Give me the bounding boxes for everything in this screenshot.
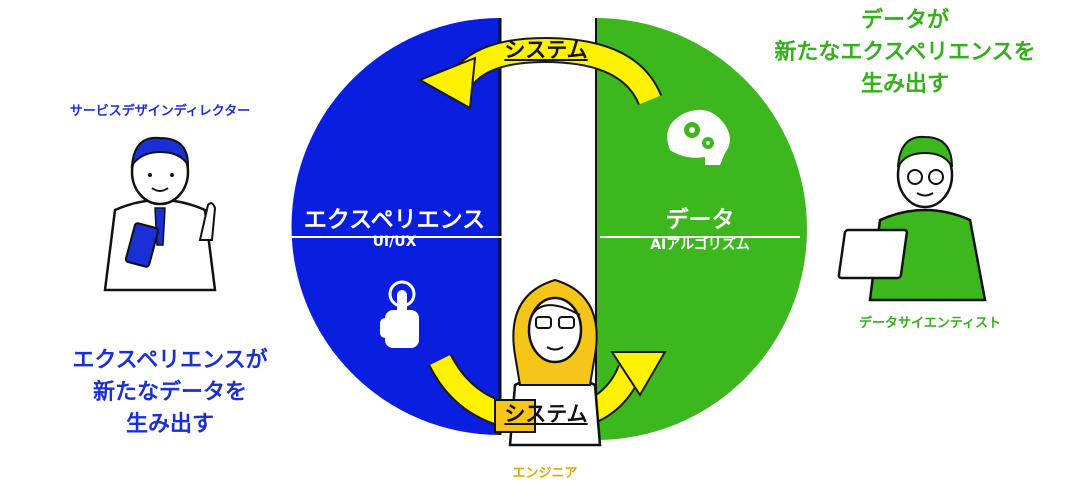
right-caption-line3: 生み出す [860, 72, 949, 97]
top-arrow-label: システム [504, 38, 588, 62]
left-caption-line2: 新たなデータを [92, 380, 247, 405]
brain-gears-icon [667, 109, 730, 165]
data-scientist-label: データサイエンティスト [858, 316, 1002, 331]
tap-hand-icon [380, 280, 419, 348]
data-scientist-person-icon [837, 135, 987, 302]
bottom-arrow-label: システム [504, 402, 588, 426]
right-caption: データが 新たなエクスペリエンスを 生み出す [745, 5, 1065, 101]
right-caption-line2: 新たなエクスペリエンスを [774, 40, 1036, 65]
experience-half-circle [291, 18, 500, 435]
experience-subtitle: UI/UX [372, 234, 417, 250]
left-caption-line1: エクスペリエンスが [72, 348, 268, 373]
data-title: データ [600, 200, 800, 238]
engineer-label: エンジニア [512, 466, 578, 481]
left-caption: エクスペリエンスが 新たなデータを 生み出す [20, 345, 320, 441]
director-person-icon [103, 136, 217, 292]
director-label: サービスデザインディレクター [69, 104, 251, 119]
right-caption-line1: データが [860, 8, 949, 33]
top-system-arrow [417, 36, 663, 110]
left-caption-line3: 生み出す [125, 412, 214, 437]
experience-title: エクスペリエンス [287, 200, 502, 238]
data-half-circle [596, 18, 807, 440]
data-subtitle: AIアルゴリズム [650, 237, 750, 253]
engineer-person-icon [494, 278, 602, 447]
